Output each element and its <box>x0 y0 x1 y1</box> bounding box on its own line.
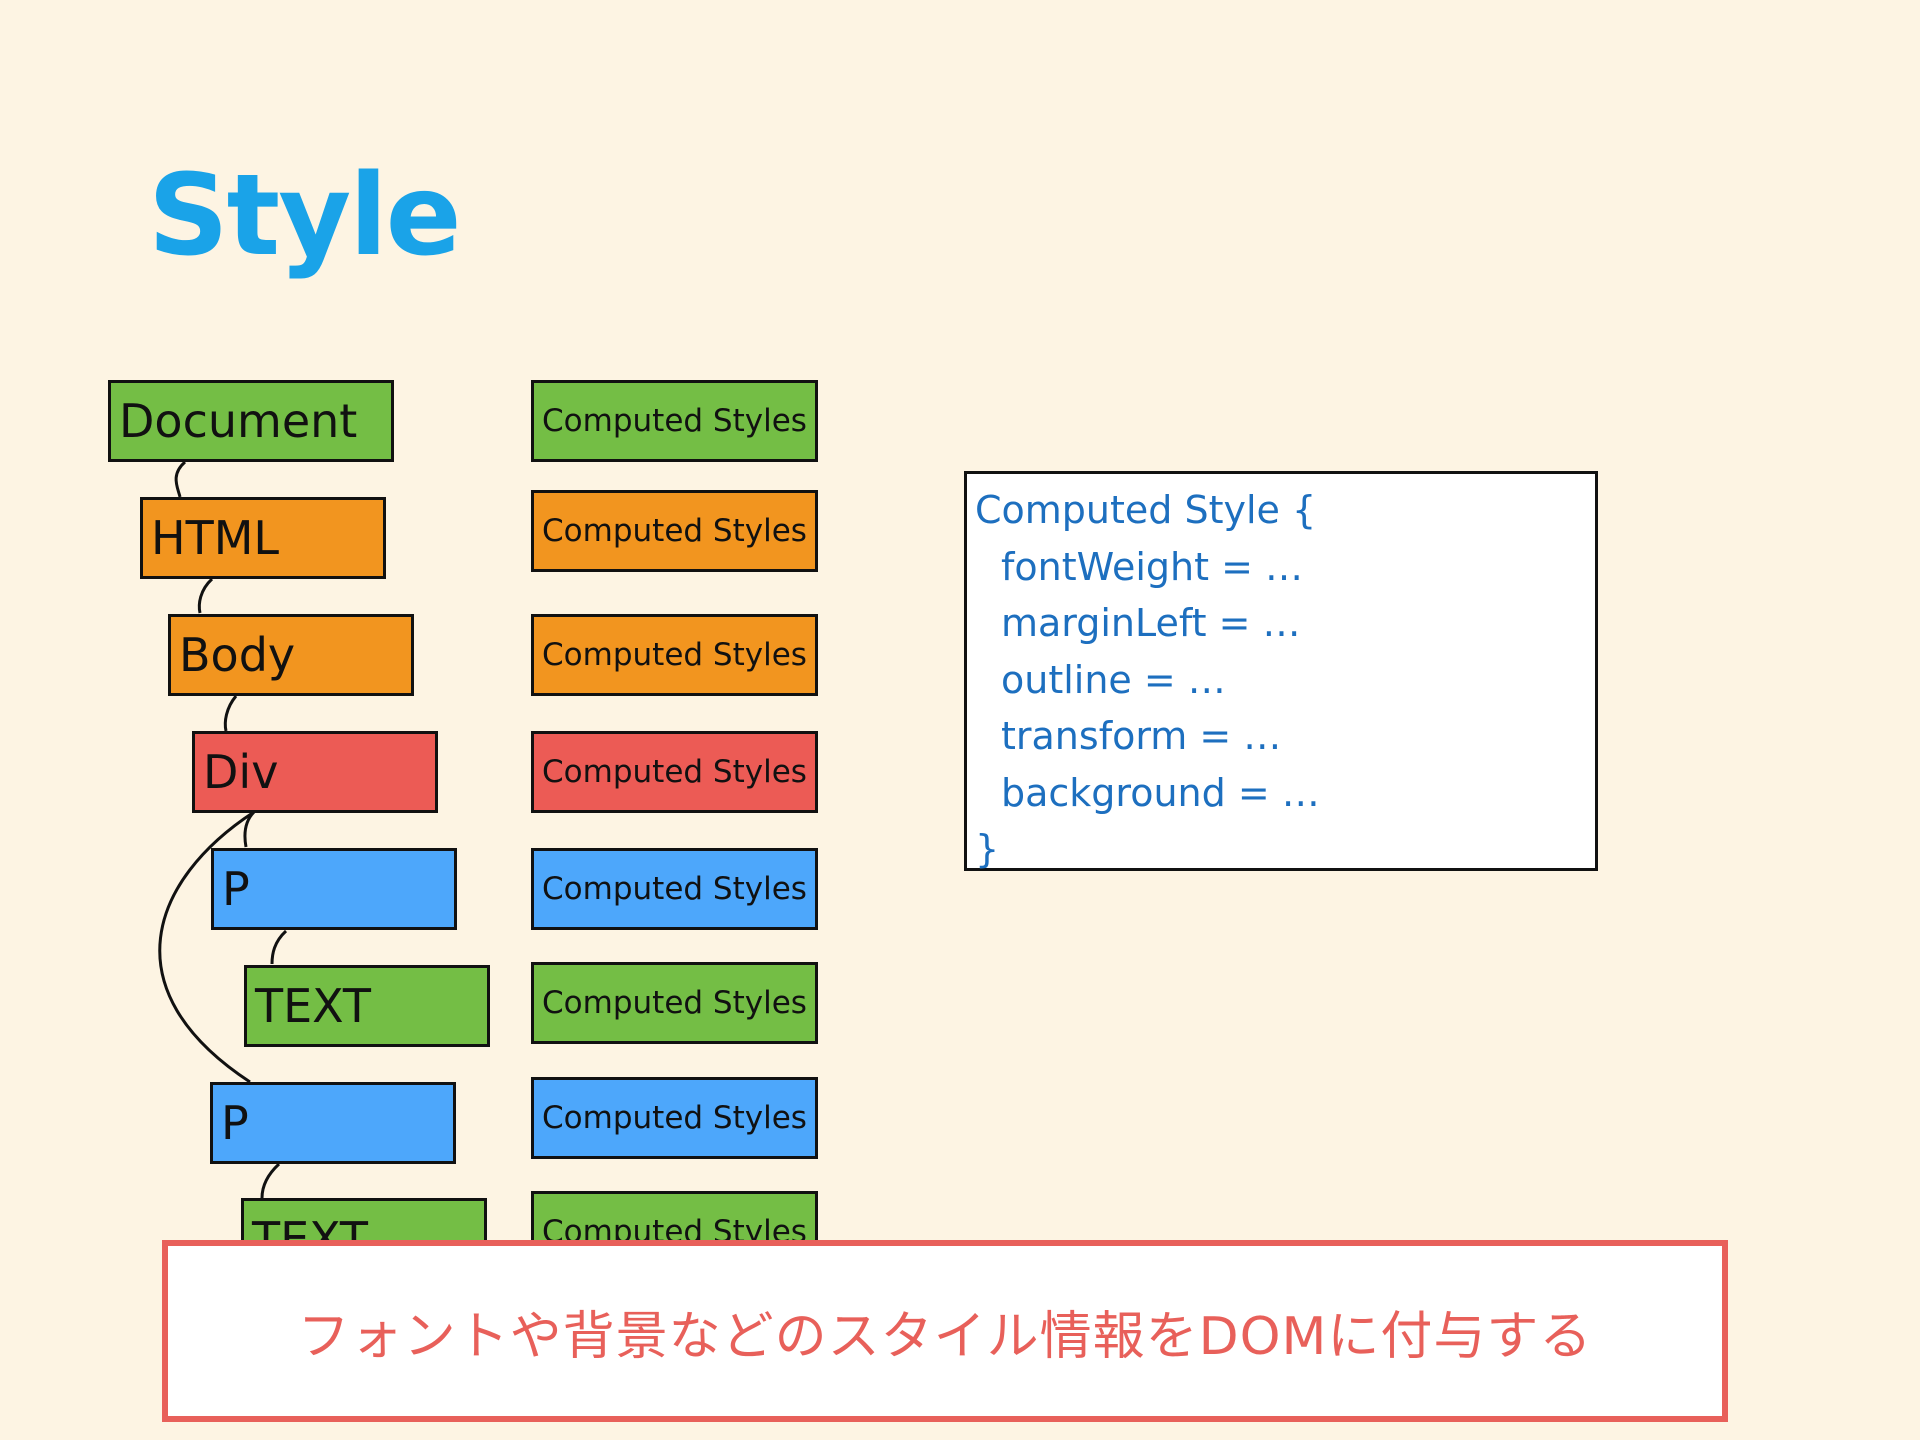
tree-node-text: TEXT <box>244 965 490 1047</box>
connector-body-div <box>223 695 238 732</box>
caption-box: フォントや背景などのスタイル情報をDOMに付与する <box>162 1240 1728 1422</box>
diagram-area: Document HTML Body Div P TEXT P TEXT Com… <box>108 380 818 1240</box>
computed-styles-box: Computed Styles <box>531 848 818 930</box>
page-title: Style <box>148 151 462 281</box>
computed-styles-box: Computed Styles <box>531 490 818 572</box>
style-prop: outline = … <box>1001 657 1226 702</box>
connector-document-html <box>174 460 187 498</box>
connector-p1-text1 <box>270 929 288 965</box>
computed-styles-box: Computed Styles <box>531 1191 818 1240</box>
tree-node-document: Document <box>108 380 394 462</box>
tree-node-p: P <box>210 1082 456 1164</box>
tree-connectors <box>158 460 288 1199</box>
style-open: Computed Style { <box>975 488 1317 532</box>
tree-node-body: Body <box>168 614 414 696</box>
caption-text: フォントや背景などのスタイル情報をDOMに付与する <box>297 1306 1593 1367</box>
style-prop: fontWeight = … <box>1001 544 1303 589</box>
computed-styles-box: Computed Styles <box>531 1077 818 1159</box>
computed-style-detail: Computed Style { fontWeight = … marginLe… <box>964 471 1598 871</box>
tree-node-text: TEXT <box>241 1198 487 1240</box>
computed-styles-box: Computed Styles <box>531 962 818 1044</box>
connector-p2-text2 <box>260 1162 281 1199</box>
connector-html-body <box>197 577 214 614</box>
style-prop: marginLeft = … <box>1001 601 1301 645</box>
connector-div-p2 <box>158 810 255 1084</box>
computed-styles-box: Computed Styles <box>531 614 818 696</box>
style-close: } <box>975 827 1000 871</box>
computed-styles-box: Computed Styles <box>531 380 818 462</box>
style-prop: transform = … <box>1001 714 1282 758</box>
style-prop: background = … <box>1001 770 1320 815</box>
computed-styles-box: Computed Styles <box>531 731 818 813</box>
tree-node-html: HTML <box>140 497 386 579</box>
tree-node-div: Div <box>192 731 438 813</box>
tree-node-p: P <box>211 848 457 930</box>
